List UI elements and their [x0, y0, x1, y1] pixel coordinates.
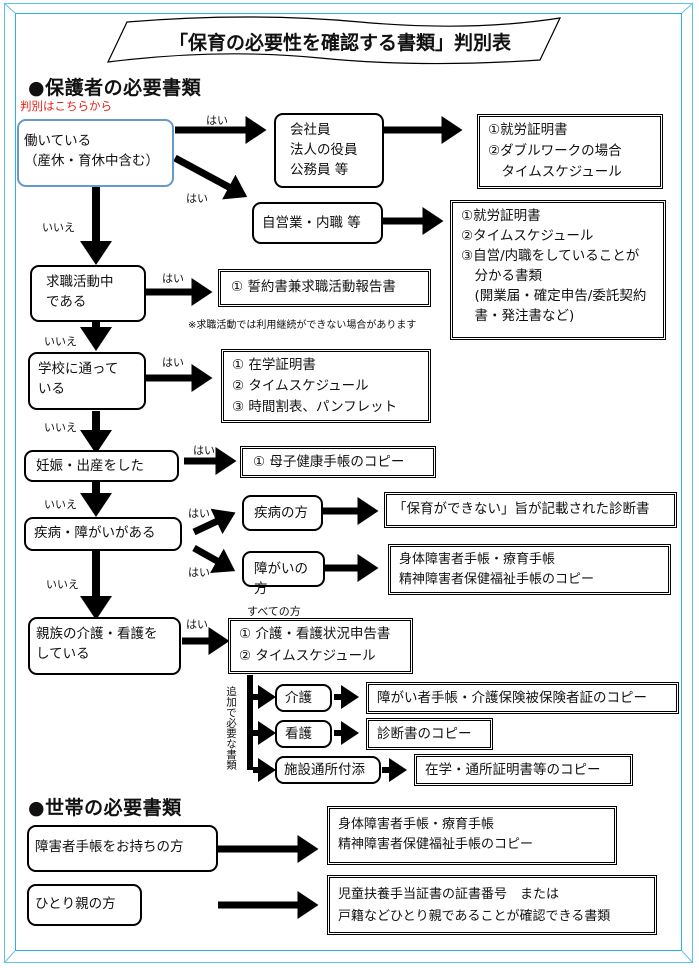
- node-employee-line: 公務員 等: [290, 162, 349, 178]
- yes-label: はい: [186, 618, 208, 631]
- page-title: 「保育の必要性を確認する書類」判別表: [168, 32, 511, 54]
- no-label: いいえ: [46, 578, 79, 591]
- docs-facility: 在学・通所証明書等のコピー: [414, 754, 633, 786]
- docs-disability: 身体障害者手帳・療育手帳 精神障害者保健福祉手帳のコピー: [388, 544, 671, 595]
- node-employee-line: 法人の役員: [290, 142, 358, 158]
- no-label: いいえ: [42, 221, 75, 234]
- docs-school: ① 在学証明書 ② タイムスケジュール ③ 時間割表、パンフレット: [221, 349, 431, 423]
- node-self-employed: 自営業・内職 等: [252, 202, 383, 244]
- node-line: 求職活動中: [46, 274, 114, 290]
- doc-line: 精神障害者保健福祉手帳のコピー: [399, 572, 595, 587]
- node-caregiving: 親族の介護・看護を している: [28, 617, 181, 675]
- docs-care: 障がい者手帳・介護保険被保険者証のコピー: [366, 682, 679, 714]
- doc-line: ③自営/内職をしていることが: [461, 248, 640, 264]
- no-label: いいえ: [44, 335, 77, 348]
- doc-line: (開業届・確定申告/委託契約: [461, 288, 647, 304]
- arrow-disability: [192, 544, 236, 574]
- node-working-line-2: （産休・育休中含む）: [24, 153, 159, 169]
- doc-line: 児童扶養手当証書の証書番号 または: [338, 887, 560, 902]
- no-label: いいえ: [44, 498, 77, 511]
- doc-line: ① 在学証明書: [232, 357, 316, 373]
- page-frame-inner: [15, 13, 682, 951]
- node-employee-line: 会社員: [290, 122, 331, 138]
- yes-label: はい: [186, 192, 208, 205]
- node-school: 学校に通って いる: [28, 352, 146, 410]
- docs-job-seeking: ① 誓約書兼求職活動報告書: [218, 269, 431, 307]
- job-seeking-note: ※求職活動では利用継続ができない場合があります: [188, 320, 417, 331]
- docs-pregnancy: ① 母子健康手帳のコピー: [240, 446, 436, 478]
- household-docs-single-parent: 児童扶養手当証書の証書番号 または 戸籍などひとり親であることが確認できる書類: [327, 875, 657, 935]
- doc-line: 戸籍などひとり親であることが確認できる書類: [338, 909, 611, 924]
- household-section-heading: ●世帯の必要書類: [28, 797, 182, 819]
- doc-line: 身体障害者手帳・療育手帳: [399, 552, 556, 567]
- node-illness: 疾病の方: [242, 495, 323, 531]
- doc-line: タイムスケジュール: [488, 164, 622, 180]
- node-line: 学校に通って: [38, 361, 119, 377]
- doc-line: ② タイムスケジュール: [239, 648, 376, 664]
- start-hint: 判別はこちらから: [20, 99, 112, 113]
- doc-line: ②ダブルワークの場合: [488, 143, 622, 159]
- node-line: いる: [38, 381, 65, 397]
- node-employee: 会社員 法人の役員 公務員 等: [274, 113, 384, 188]
- node-line: している: [36, 646, 90, 662]
- node-nursing: 看護: [275, 720, 332, 748]
- node-line: 親族の介護・看護を: [36, 626, 158, 642]
- doc-line: 分かる書類: [461, 268, 542, 284]
- all-people-label: すべての方: [247, 605, 301, 618]
- docs-illness: 「保育ができない」旨が記載された診断書: [384, 492, 677, 528]
- additional-docs-label: 追加で必要な書類: [225, 686, 237, 770]
- node-care: 介護: [275, 684, 332, 712]
- node-job-seeking: 求職活動中 である: [30, 265, 146, 322]
- doc-line: ①就労証明書: [461, 208, 541, 224]
- household-condition-single-parent: ひとり親の方: [27, 884, 142, 926]
- node-pregnancy: 妊娠・出産をした: [24, 450, 179, 482]
- node-working: 働いている （産休・育休中含む）: [17, 119, 174, 187]
- node-disability: 障がいの方: [242, 551, 325, 597]
- docs-employee: ①就労証明書 ②ダブルワークの場合 タイムスケジュール: [477, 114, 663, 189]
- yes-label: はい: [206, 114, 228, 127]
- docs-self-employed: ①就労証明書 ②タイムスケジュール ③自営/内職をしていることが 分かる書類 (…: [450, 200, 666, 340]
- no-label: いいえ: [44, 421, 77, 434]
- doc-line: ②タイムスケジュール: [461, 228, 594, 244]
- node-line: である: [46, 294, 87, 310]
- yes-label: はい: [188, 566, 210, 579]
- doc-line: 書・発注書など): [461, 308, 575, 324]
- guardian-section-heading: ●保護者の必要書類: [28, 77, 202, 99]
- arrow-illness: [192, 508, 236, 536]
- node-working-line-1: 働いている: [24, 133, 92, 149]
- doc-line: ② タイムスケジュール: [232, 378, 369, 394]
- yes-label: はい: [162, 356, 184, 369]
- docs-nursing: 診断書のコピー: [366, 718, 493, 750]
- yes-label: はい: [162, 272, 184, 285]
- doc-line: 精神障害者保健福祉手帳のコピー: [338, 837, 534, 852]
- household-condition-disability: 障害者手帳をお持ちの方: [27, 825, 218, 872]
- arrow-working-self: [173, 154, 248, 200]
- doc-line: ①就労証明書: [488, 122, 568, 138]
- docs-caregiving: ① 介護・看護状況申告書 ② タイムスケジュール: [228, 618, 413, 674]
- doc-line: ③ 時間割表、パンフレット: [232, 399, 398, 415]
- page-frame-outer: [4, 3, 693, 963]
- household-docs-disability: 身体障害者手帳・療育手帳 精神障害者保健福祉手帳のコピー: [327, 806, 617, 865]
- node-facility: 施設通所付添: [275, 756, 381, 784]
- doc-line: 身体障害者手帳・療育手帳: [338, 817, 495, 832]
- yes-label: はい: [188, 507, 210, 520]
- yes-label: はい: [193, 444, 215, 457]
- doc-line: ① 介護・看護状況申告書: [239, 626, 391, 642]
- node-illness-disability: 疾病・障がいがある: [24, 517, 182, 551]
